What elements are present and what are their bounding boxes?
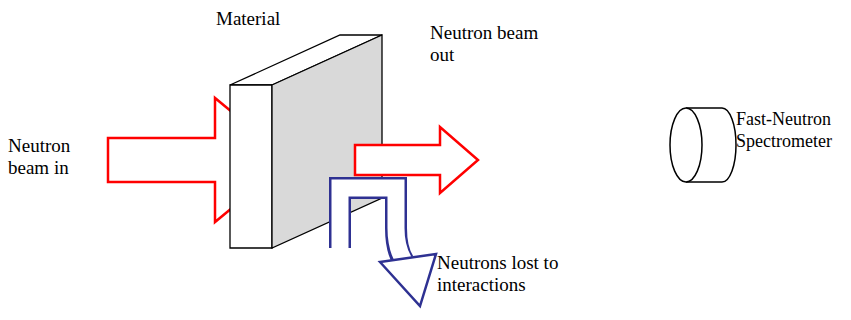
slab-front <box>230 85 272 248</box>
lost-neutrons-label: Neutrons lost to interactions <box>437 252 597 296</box>
beam-out-label: Neutron beam out <box>430 22 554 66</box>
lost-neutron-arrowhead <box>380 254 436 306</box>
spectrometer-label: Fast-Neutron Spectrometer <box>736 108 848 152</box>
beam-in-label: Neutron beam in <box>8 135 100 179</box>
lost-neutron-arrow-inner <box>340 188 406 264</box>
material-label: Material <box>216 8 326 30</box>
spectrometer-face <box>670 108 702 182</box>
slab-side <box>272 35 382 248</box>
